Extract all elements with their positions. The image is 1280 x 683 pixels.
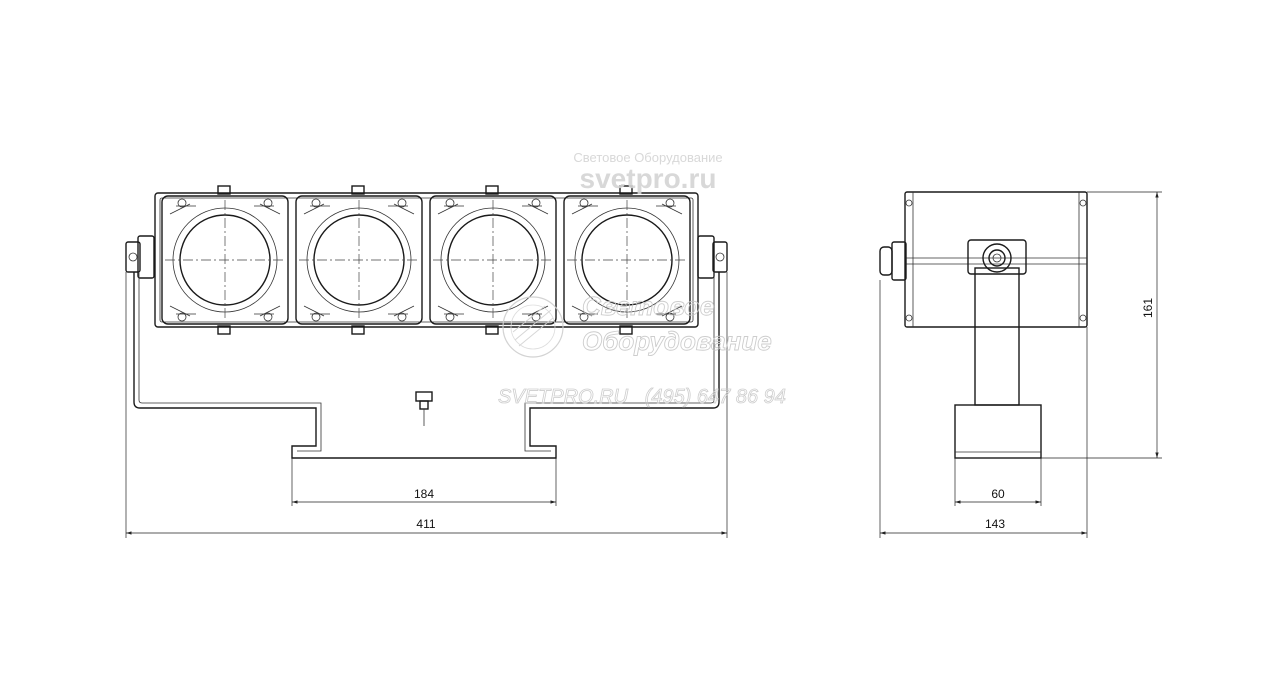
lens-module-3 [429,195,557,325]
watermark-center-line3: SVETPRO.RU (495) 647 86 94 [498,386,786,408]
center-bolt [415,391,433,426]
front-view [125,185,728,459]
watermark-top-small: Световое Оборудование [573,150,722,165]
watermark-logo-icon [502,296,564,358]
swivel-arm [974,267,1020,406]
lens-module-4 [563,195,691,325]
dim-label-143: 143 [985,517,1005,531]
side-view [879,191,1088,459]
watermark-center-line1: Световое [582,291,714,321]
dim-label-411: 411 [416,517,435,531]
watermark: Световое Оборудование svetpro.ru Светово… [498,150,787,408]
cable-gland [879,241,907,281]
lens-module-2 [295,195,423,325]
dim-label-184: 184 [414,487,434,501]
side-base [954,404,1042,459]
dim-label-161: 161 [1141,298,1155,318]
dim-label-60: 60 [991,487,1005,501]
lens-module-1 [161,195,289,325]
watermark-center-line2: Оборудование [582,326,772,356]
right-mount-knob [697,235,728,279]
dimension-lines [125,191,1162,538]
watermark-top-large: svetpro.ru [580,163,717,194]
front-mount-bracket [133,272,720,459]
side-housing [904,191,1088,328]
left-mount-knob [125,235,155,279]
